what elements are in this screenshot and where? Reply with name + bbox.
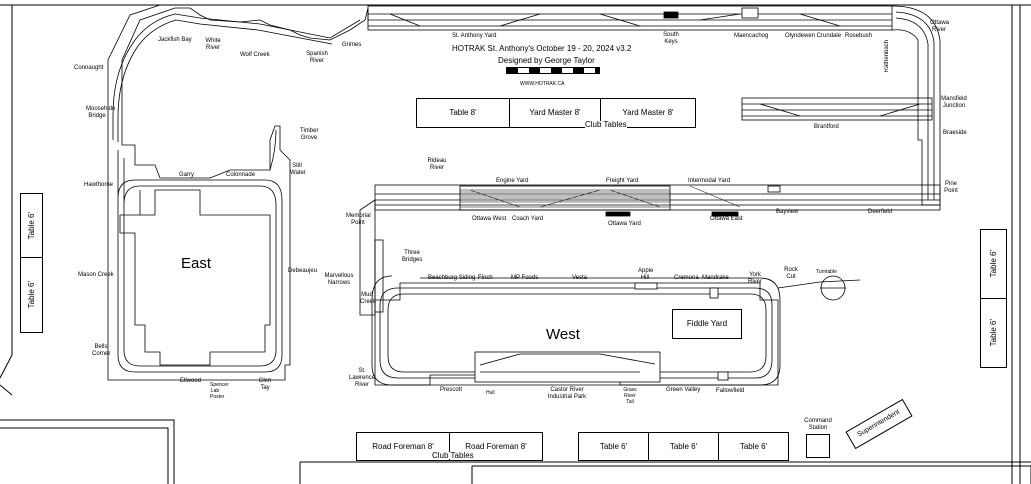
label-spencer-lab-poster: Spencer Lab Poster	[210, 382, 229, 400]
label-rosebush: Rosebush	[845, 33, 873, 39]
label-mansfield-junction: Mansfield Junction	[941, 96, 967, 109]
table-8-top: Table 8'	[416, 98, 510, 128]
label-rathenbach: Rathenbach	[884, 40, 890, 73]
fiddle-yard: Fiddle Yard	[672, 309, 742, 339]
label-connaught: Connaught	[74, 65, 104, 71]
table-6-left-b: Table 6'	[20, 257, 43, 333]
label-debeaujeu: Debeaujeu	[288, 268, 318, 274]
west-label: West	[546, 326, 580, 343]
brantford-branch	[741, 97, 933, 121]
label-ottawa-west: Ottawa West	[472, 216, 507, 222]
label-beachburg-siding: Beachburg Siding	[428, 275, 476, 281]
label-mandrake: Mandrake	[702, 275, 729, 281]
label-engine-yard: Engine Yard	[496, 178, 529, 184]
label-marvellous-narrows: Marvellous Narrows	[324, 273, 354, 286]
label-jackfish-bay: Jackfish Bay	[158, 37, 192, 43]
label-st-anthony-yard: St. Anthony Yard	[452, 33, 497, 39]
label-glen-tay: Glen Tay	[258, 378, 272, 391]
room-walls	[0, 4, 1031, 484]
label-olyndewen-crundale: Olyndewen Crundale	[785, 33, 842, 39]
label-st-lawrence-river: St. Lawrence River	[348, 368, 375, 388]
label-castor-river: Castor River Industrial Park	[547, 387, 587, 400]
label-memorial-point: Memorial Point	[346, 213, 371, 226]
label-wolf-creek: Wolf Creek	[240, 52, 270, 58]
label-prescott: Prescott	[440, 387, 463, 393]
label-coach-yard: Coach Yard	[512, 216, 544, 222]
label-grimes: Grimes	[342, 42, 362, 48]
table-6-right-a: Table 6'	[980, 229, 1007, 299]
label-three-bridges: Three Bridges	[402, 250, 423, 263]
club-tables-label-top: Club Tables	[585, 120, 627, 129]
label-hawthorne: Hawthorne	[84, 182, 114, 188]
scale-bar	[506, 67, 600, 74]
label-grass-river: Grass River Tail	[623, 387, 637, 405]
command-station-box	[806, 434, 830, 458]
designer-credit: Designed by George Taylor	[498, 56, 595, 65]
label-apple-hill: Apple Hill	[638, 268, 654, 281]
label-intermodal-yard: Intermodal Yard	[688, 178, 731, 184]
table-6-bottom-c: Table 6'	[718, 432, 789, 461]
table-6-right-b: Table 6'	[980, 298, 1007, 368]
label-timber-grove: Timber Grove	[300, 128, 319, 141]
label-ellwood: Ellwood	[180, 378, 202, 384]
label-garry: Garry	[179, 172, 194, 178]
label-rideau-river: Rideau River	[427, 158, 447, 171]
website-label: WWW.HOTRAK.CA	[520, 81, 565, 87]
middle-yard-module	[374, 184, 941, 217]
label-colonnade: Colonnade	[226, 172, 256, 178]
label-turntable: Turntable	[816, 269, 837, 275]
label-south-keys: South Keys	[663, 32, 679, 45]
label-vesta: Vesta	[572, 275, 588, 281]
top-run	[367, 5, 941, 206]
label-ottawa-river-top: Ottawa River	[930, 20, 950, 33]
label-rock-cut: Rock Cut	[784, 267, 798, 280]
command-station-label: Command Station	[804, 418, 832, 431]
label-york-river: York River	[748, 272, 763, 285]
label-mason-creek: Mason Creek	[78, 272, 114, 278]
label-braeside: Braeside	[943, 130, 967, 136]
label-mud-creek: Mud Creek	[360, 292, 377, 305]
label-cremona: Cremona	[674, 275, 699, 281]
club-tables-label-bottom: Club Tables	[432, 451, 474, 460]
east-module	[107, 4, 369, 381]
label-moosehide-bridge: Moosehide Bridge	[86, 106, 116, 119]
label-white-river: White River	[205, 38, 221, 51]
label-brantford: Brantford	[814, 124, 839, 130]
label-bells-corner: Bells Corner	[92, 344, 111, 357]
table-6-bottom-b: Table 6'	[648, 432, 719, 461]
yard-master-table-2: Yard Master 8'	[600, 98, 696, 128]
label-deerfield: Deerfield	[868, 209, 893, 215]
label-maencachog: Maencachog	[734, 33, 769, 39]
label-bayview: Bayview	[776, 209, 799, 215]
label-hull: Hull	[486, 390, 495, 396]
label-fallowfield: Fallowfield	[716, 388, 745, 394]
table-6-left-a: Table 6'	[20, 193, 43, 258]
label-mp-foods: MP Foods	[511, 275, 539, 281]
label-finch: Finch	[478, 275, 493, 281]
label-ottawa-yard: Ottawa Yard	[608, 221, 641, 227]
layout-title: HOTRAK St. Anthony's October 19 - 20, 20…	[452, 44, 632, 53]
label-green-valley: Green Valley	[666, 387, 701, 393]
west-module	[359, 199, 861, 386]
east-label: East	[181, 255, 212, 272]
label-ottawa-east: Ottawa East	[710, 216, 743, 222]
label-pine-point: Pine Point	[944, 181, 958, 194]
label-spanish-river: Spanish River	[306, 51, 328, 64]
table-6-bottom-a: Table 6'	[578, 432, 649, 461]
label-freight-yard: Freight Yard	[606, 178, 639, 184]
label-still-water: Still Water	[290, 163, 306, 176]
